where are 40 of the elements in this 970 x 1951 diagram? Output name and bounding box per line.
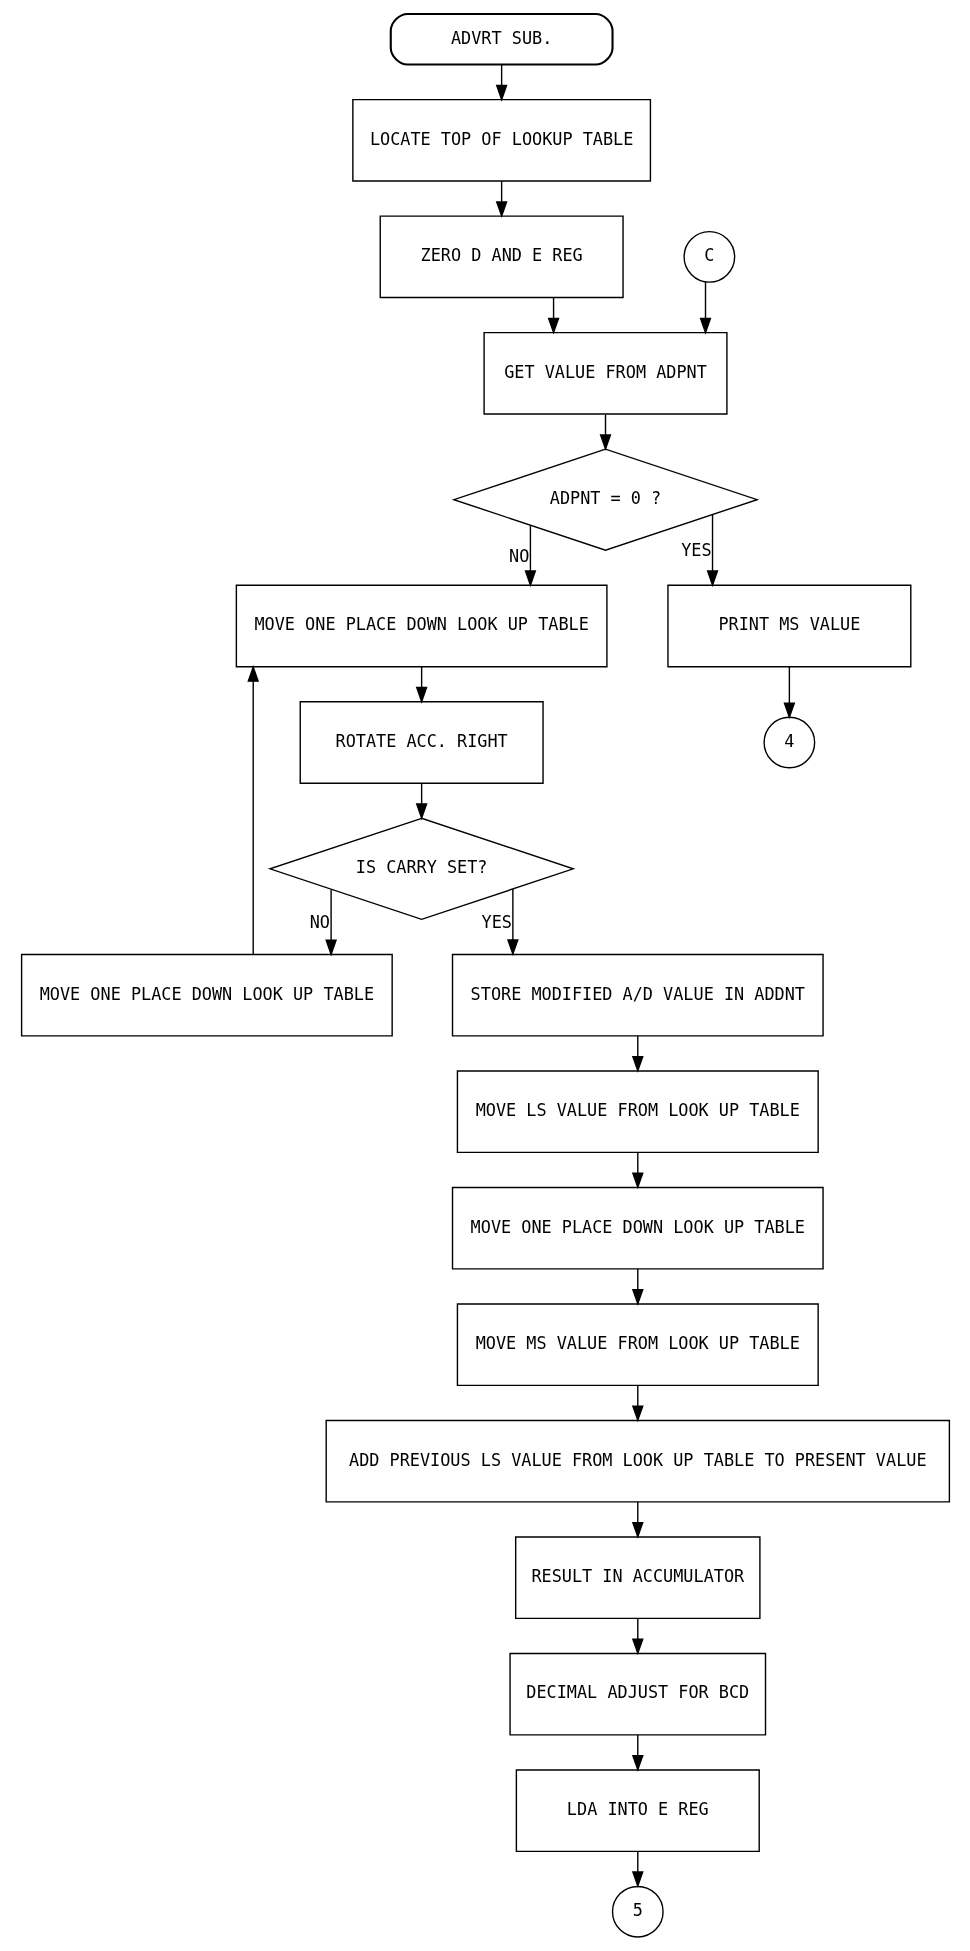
node-box: LDA INTO E REG xyxy=(515,1769,760,1853)
arrow xyxy=(324,888,337,957)
arrow xyxy=(246,665,259,955)
node-box: MOVE MS VALUE FROM LOOK UP TABLE xyxy=(456,1303,819,1387)
node-box: MOVE LS VALUE FROM LOOK UP TABLE xyxy=(456,1070,819,1154)
node-box: RESULT IN ACCUMULATOR xyxy=(514,1536,761,1620)
node-box: ADD PREVIOUS LS VALUE FROM LOOK UP TABLE TO PRESENT VALUE xyxy=(325,1419,950,1503)
node-box: ADVRT SUB. xyxy=(389,13,614,66)
arrow xyxy=(631,1384,644,1423)
node-circle: 5 xyxy=(611,1885,664,1938)
arrow xyxy=(547,296,559,335)
arrow xyxy=(495,64,508,102)
arrow xyxy=(415,783,428,821)
node-box: PRINT MS VALUE xyxy=(666,584,911,668)
arrow xyxy=(631,1501,644,1539)
node-circle: C xyxy=(682,230,735,283)
arrow xyxy=(699,281,711,335)
arrow xyxy=(495,180,508,219)
arrow xyxy=(782,666,795,720)
node-box: STORE MODIFIED A/D VALUE IN ADDNT xyxy=(451,953,824,1037)
arrow xyxy=(631,1151,644,1190)
arrow xyxy=(631,1734,644,1772)
node-box: ROTATE ACC. RIGHT xyxy=(299,701,544,784)
node-box: MOVE ONE PLACE DOWN LOOK UP TABLE xyxy=(451,1186,824,1270)
node-box: MOVE ONE PLACE DOWN LOOK UP TABLE xyxy=(235,584,608,668)
node-circle: 4 xyxy=(762,716,815,769)
node-box: DECIMAL ADJUST FOR BCD xyxy=(508,1652,766,1736)
node-box: ZERO D AND E REG xyxy=(379,215,624,299)
node-box: MOVE ONE PLACE DOWN LOOK UP TABLE xyxy=(20,953,393,1037)
arrow xyxy=(631,1851,644,1889)
node-box: GET VALUE FROM ADPNT xyxy=(482,331,728,415)
arrow xyxy=(631,1035,644,1073)
arrow xyxy=(631,1617,644,1656)
node-box: LOCATE TOP OF LOOKUP TABLE xyxy=(351,98,651,182)
arrow xyxy=(631,1268,644,1306)
arrow xyxy=(599,414,611,452)
arrow xyxy=(415,666,428,704)
arrow xyxy=(506,888,519,957)
arrow xyxy=(524,524,536,588)
arrow xyxy=(706,513,718,588)
